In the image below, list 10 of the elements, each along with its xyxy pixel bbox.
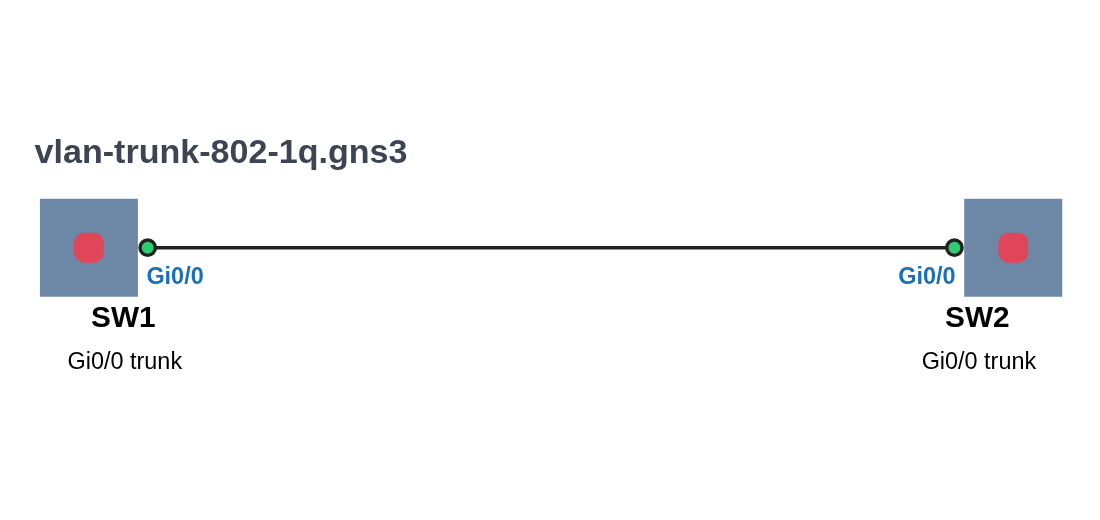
node-label: Gi0/0 xyxy=(146,262,204,288)
node-label: Gi0/0 trunk xyxy=(921,347,1037,374)
node-box xyxy=(964,198,1063,297)
node-label: SW1 xyxy=(91,299,156,333)
node-box xyxy=(39,198,138,297)
node-label: SW2 xyxy=(945,299,1010,333)
diagram-title: vlan-trunk-802-1q.gns3 xyxy=(34,131,408,170)
connector xyxy=(138,237,964,257)
node-label: Gi0/0 trunk xyxy=(67,347,183,374)
node-label: Gi0/0 xyxy=(898,262,956,288)
